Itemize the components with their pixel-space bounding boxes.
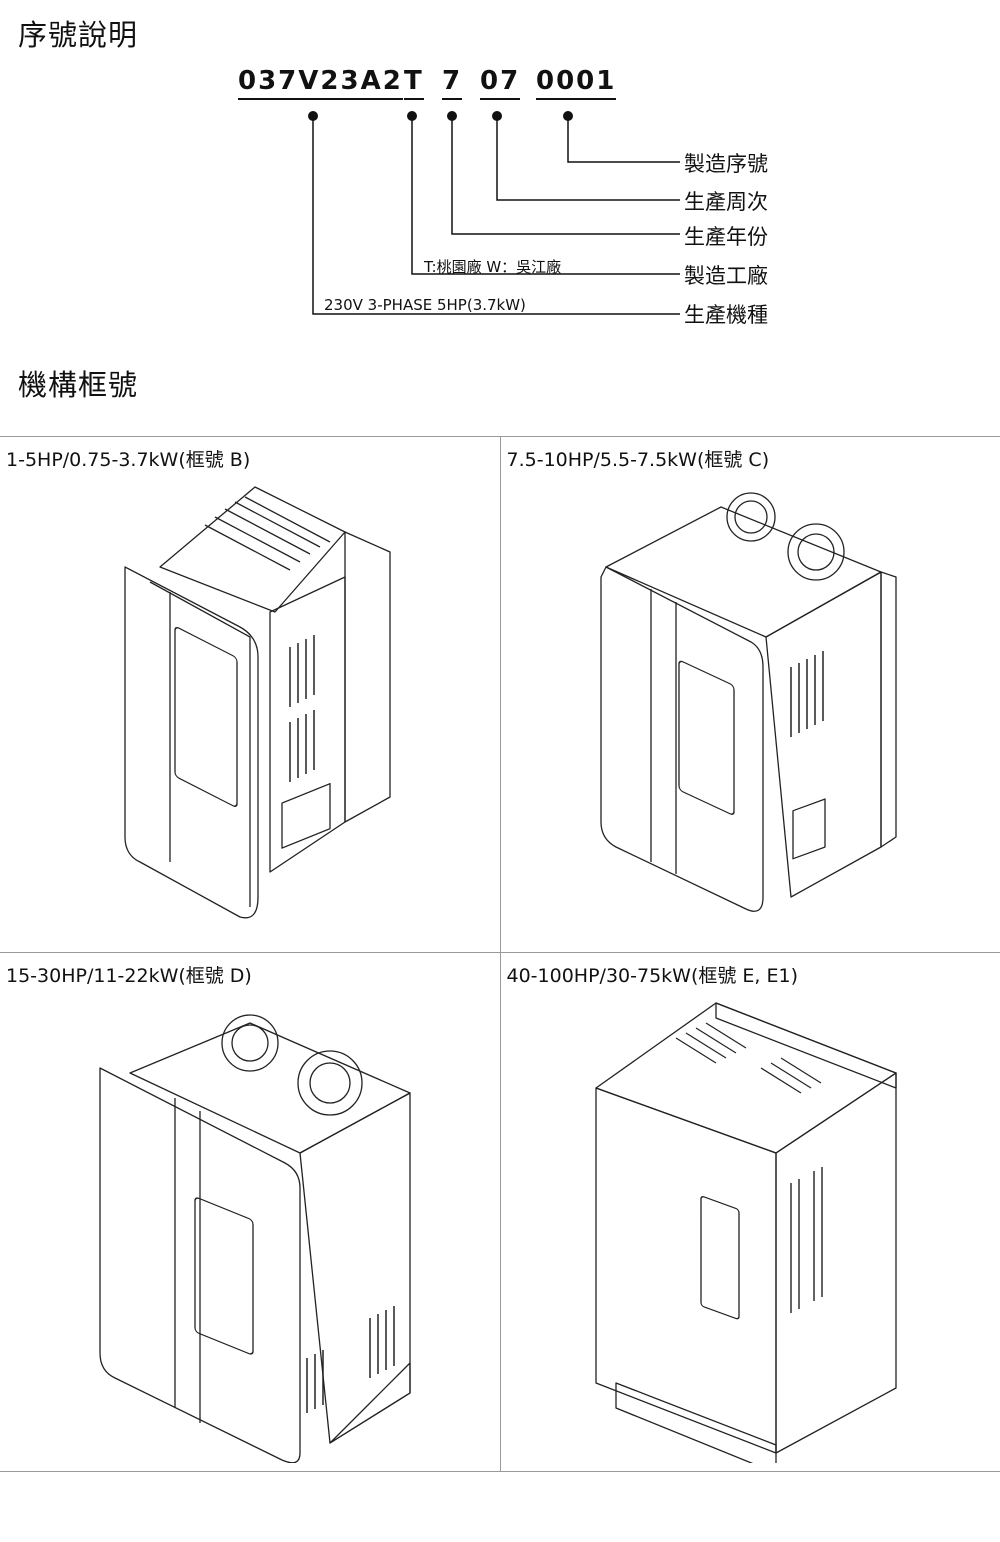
code-factory: T	[404, 66, 424, 100]
frame-cell-b: 1-5HP/0.75-3.7kW(框號 B)	[0, 436, 501, 953]
drive-illustration-frame-d	[99, 1014, 411, 1463]
frame-title: 40-100HP/30-75kW(框號 E, E1)	[506, 965, 799, 987]
frame-cell-d: 15-30HP/11-22kW(框號 D)	[0, 952, 501, 1472]
drive-illustration-frame-c	[599, 492, 897, 912]
frame-cell-e: 40-100HP/30-75kW(框號 E, E1)	[500, 952, 1000, 1472]
frame-title: 15-30HP/11-22kW(框號 D)	[6, 965, 252, 987]
label-year: 生產年份	[684, 225, 768, 249]
label-week: 生產周次	[684, 190, 768, 214]
code-year: 7	[442, 66, 463, 100]
frame-table: 1-5HP/0.75-3.7kW(框號 B)	[0, 436, 1000, 1472]
label-model: 生產機種	[684, 303, 768, 327]
note-factory: T:桃園廠 W：吳江廠	[424, 258, 562, 276]
serial-connector-lines	[308, 111, 680, 315]
code-serial: 0001	[536, 66, 617, 100]
code-model: 037V23A2	[238, 66, 403, 100]
frame-section-heading: 機構框號	[18, 368, 139, 402]
drive-illustration-frame-e	[594, 1002, 897, 1463]
label-factory: 製造工廠	[684, 264, 768, 288]
note-model: 230V 3-PHASE 5HP(3.7kW)	[324, 296, 526, 314]
frame-title: 7.5-10HP/5.5-7.5kW(框號 C)	[506, 449, 770, 471]
label-serial: 製造序號	[684, 152, 768, 176]
frame-title: 1-5HP/0.75-3.7kW(框號 B)	[6, 449, 251, 471]
serial-section-heading: 序號說明	[18, 18, 139, 52]
frame-cell-c: 7.5-10HP/5.5-7.5kW(框號 C)	[500, 436, 1000, 953]
drive-illustration-frame-b	[124, 486, 391, 919]
code-week: 07	[480, 66, 521, 100]
